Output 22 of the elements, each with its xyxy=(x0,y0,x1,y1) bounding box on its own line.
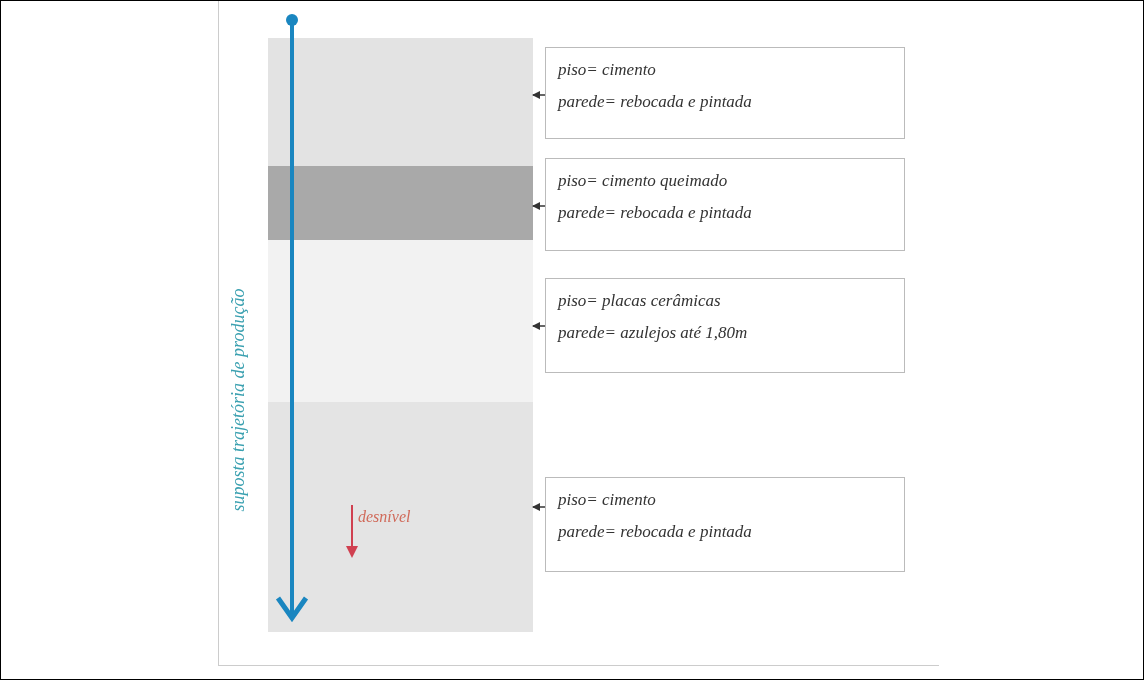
callout-text: parede= rebocada e pintada xyxy=(558,522,753,542)
floor-zone xyxy=(268,166,533,240)
callout-text: piso= cimento xyxy=(558,490,657,510)
callout-text: piso= cimento queimado xyxy=(558,171,729,191)
callout-text: parede= rebocada e pintada xyxy=(558,92,753,112)
floor-zone xyxy=(268,38,533,166)
floor-zone xyxy=(268,240,533,402)
callout-box xyxy=(545,158,905,251)
callout-text: piso= cimento xyxy=(558,60,657,80)
arrow xyxy=(532,91,546,99)
callout-text: parede= azulejos até 1,80m xyxy=(558,323,749,343)
arrow xyxy=(532,503,546,511)
callout-text: piso= placas cerâmicas xyxy=(558,291,722,311)
arrow xyxy=(532,202,546,210)
level-change-label: desnível xyxy=(358,508,411,526)
callout-box xyxy=(545,278,905,373)
callout-box xyxy=(545,47,905,139)
arrow xyxy=(532,322,546,330)
axis-label: suposta trajetória de produção xyxy=(227,288,249,512)
callout-box xyxy=(545,477,905,572)
callout-text: parede= rebocada e pintada xyxy=(558,203,753,223)
floor-zone xyxy=(268,402,533,632)
